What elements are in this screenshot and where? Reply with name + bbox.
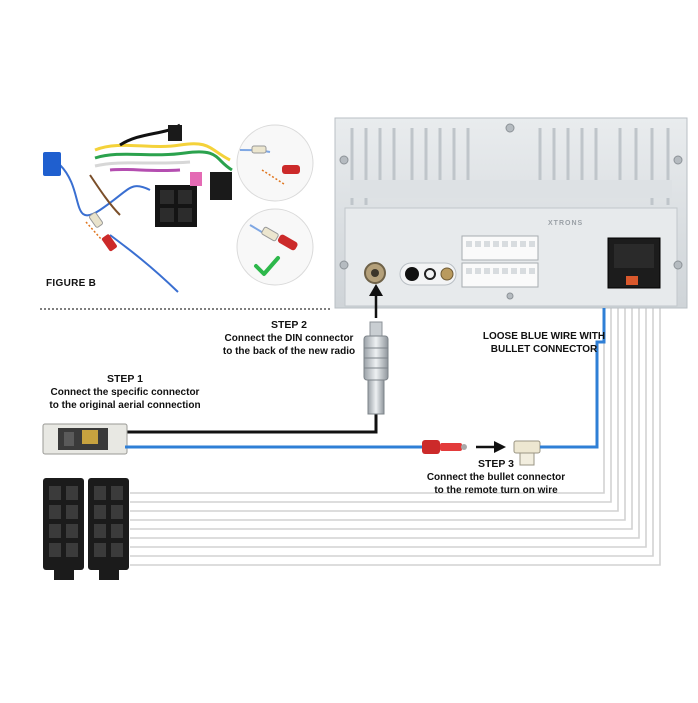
radio-head-unit <box>334 117 688 309</box>
step2-caption: STEP 2 Connect the DIN connector to the … <box>205 319 373 358</box>
loose-wire-line1: LOOSE BLUE WIRE WITH <box>482 331 606 342</box>
step2-line2: to the back of the new radio <box>222 346 356 357</box>
step2-line1: Connect the DIN connector <box>224 333 354 344</box>
loose-wire-line2: BULLET CONNECTOR <box>490 344 598 355</box>
step3-title: STEP 3 <box>478 458 514 470</box>
grey-harness-wires <box>130 308 661 566</box>
screws <box>339 123 683 300</box>
iso-connectors <box>43 478 129 580</box>
din-aerial-plug <box>363 321 389 415</box>
radio-brand-label: XTRONS <box>548 220 584 227</box>
step1-line2: to the original aerial connection <box>49 400 201 411</box>
gps-socket <box>424 268 436 280</box>
step3-line1: Connect the bullet connector <box>426 472 566 483</box>
power-connector <box>607 237 661 289</box>
step1-line1: Connect the specific connector <box>50 387 200 398</box>
inset-connect-detail <box>236 124 314 202</box>
step3-arrow <box>476 441 506 453</box>
white-bullet-connector <box>513 440 541 466</box>
inset-connected-detail <box>236 208 314 286</box>
step1-caption: STEP 1 Connect the specific connector to… <box>30 373 220 412</box>
blue-tag <box>43 152 61 176</box>
loose-wire-caption: LOOSE BLUE WIRE WITH BULLET CONNECTOR <box>458 330 630 356</box>
step3-line2: to the remote turn on wire <box>434 485 558 496</box>
step1-title: STEP 1 <box>107 373 143 385</box>
figure-b-harness <box>43 123 233 293</box>
loose-blue-wire <box>540 308 606 449</box>
step3-caption: STEP 3 Connect the bullet connector to t… <box>406 458 586 497</box>
step2-title: STEP 2 <box>271 319 307 331</box>
white-connectors <box>461 235 539 288</box>
red-bullet-connector <box>422 440 467 454</box>
step2-arrow <box>369 284 383 318</box>
original-aerial-connector <box>42 423 128 455</box>
black-aerial-wire <box>125 414 378 434</box>
camera-socket <box>405 267 419 281</box>
check-icon <box>254 256 280 276</box>
figure-b-label: FIGURE B <box>46 278 97 289</box>
antenna-socket <box>440 267 454 281</box>
